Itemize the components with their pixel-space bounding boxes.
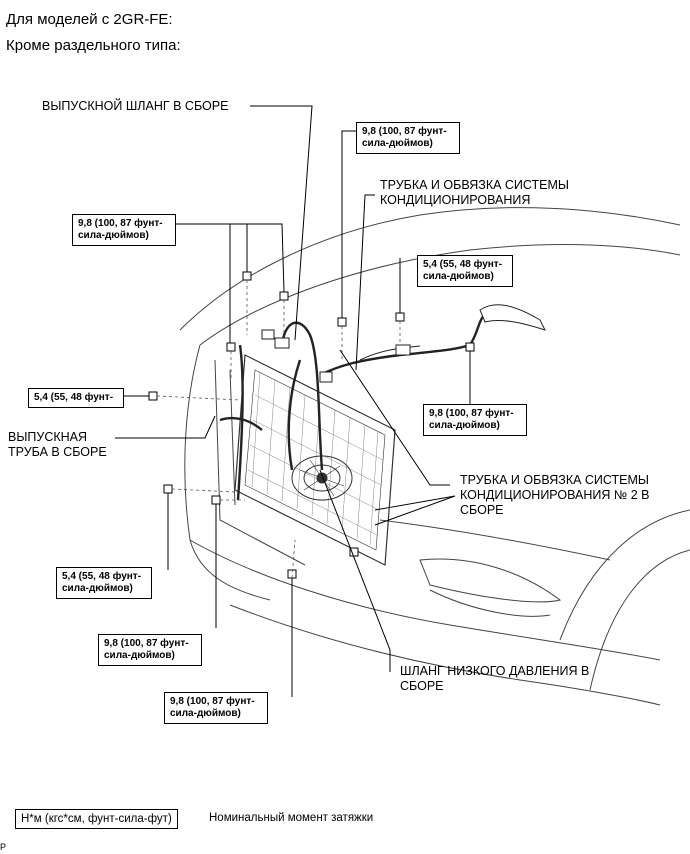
bumper-line (189, 539, 661, 661)
bolt-6 (226, 342, 236, 352)
hose-fitting (274, 337, 290, 349)
headlight (419, 558, 562, 603)
torque-box-bottom-2: 9,8 (100, 87 фунт- сила-дюймов) (164, 692, 268, 724)
pipe-fitting (395, 344, 411, 356)
bolt-4 (395, 312, 405, 322)
fog-light (429, 589, 551, 617)
torque-box-top: 9,8 (100, 87 фунт- сила-дюймов) (356, 122, 460, 154)
hood-inner (199, 244, 681, 346)
torque-box-right-mid: 5,4 (55, 48 фунт- сила-дюймов) (417, 255, 513, 287)
label-low-pressure-hose: ШЛАНГ НИЗКОГО ДАВЛЕНИЯ В СБОРЕ (400, 664, 590, 693)
corner-mark: P (0, 842, 7, 852)
ac-tube-outline (359, 345, 421, 361)
legend-meaning: Номинальный момент затяжки (209, 812, 374, 824)
torque-box-right-low: 9,8 (100, 87 фунт- сила-дюймов) (423, 404, 527, 436)
bolt-3 (337, 317, 347, 327)
torque-box-left-top: 9,8 (100, 87 фунт- сила-дюймов) (72, 214, 176, 246)
torque-box-left-low: 5,4 (55, 48 фунт- сила-дюймов) (56, 567, 152, 599)
bolt-11 (349, 547, 359, 557)
torque-box-bottom-1: 9,8 (100, 87 фунт- сила-дюймов) (98, 634, 202, 666)
grille-frame (214, 359, 306, 566)
label-discharge-tube: ВЫПУСКНАЯ ТРУБА В СБОРЕ (8, 430, 107, 459)
condenser (234, 354, 396, 566)
body-crease (379, 519, 611, 561)
bumper-lower (229, 604, 661, 706)
bolt-1 (242, 271, 252, 281)
header-models: Для моделей с 2GR-FE: (6, 11, 173, 28)
refrigerant-lines (219, 310, 541, 501)
label-discharge-hose: ВЫПУСКНОЙ ШЛАНГ В СБОРЕ (42, 99, 229, 113)
label-ac-tube-2: ТРУБКА И ОБВЯЗКА СИСТЕМЫ КОНДИЦИОНИРОВАН… (460, 473, 650, 517)
wheel-arch (559, 509, 690, 641)
wheel-arch-inner (589, 549, 690, 691)
header-type: Кроме раздельного типа: (6, 37, 181, 54)
bolt-2 (279, 291, 289, 301)
bolt-9 (211, 495, 221, 505)
label-ac-tube: ТРУБКА И ОБВЯЗКА СИСТЕМЫ КОНДИЦИОНИРОВАН… (380, 178, 569, 207)
bolt-7 (148, 391, 158, 401)
grille-frame-inner (229, 369, 236, 506)
torque-box-left-mid: 5,4 (55, 48 фунт- (28, 388, 124, 408)
bolt-5 (465, 342, 475, 352)
legend-unit-box: Н*м (кгс*см, фунт-сила-фут) (15, 809, 178, 829)
bolt-8 (163, 484, 173, 494)
fender-line (184, 344, 271, 601)
